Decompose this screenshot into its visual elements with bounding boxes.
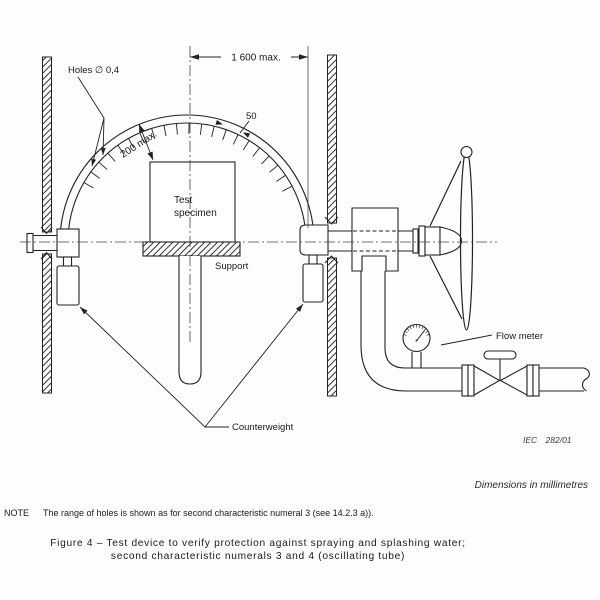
centerlines (20, 46, 497, 342)
right-counterweight (302, 263, 324, 303)
hole-spacing-dimension-50: 50 (215, 111, 257, 138)
holes-label: Holes ∅ 0,4 (68, 65, 119, 76)
flow-meter-callout: Flow meter (440, 331, 543, 346)
counterweight-callout: Counterweight (79, 303, 304, 433)
hub-cone (439, 226, 463, 256)
test-specimen-label-1: Test (174, 195, 193, 206)
note-text: The range of holes is shown as for secon… (43, 508, 374, 518)
pipe-break-end (581, 367, 590, 392)
drive-unit (351, 207, 463, 272)
clearance-dimension-200: 200 max. (119, 123, 159, 161)
figure-caption-line1: Figure 4 – Test device to verify protect… (50, 538, 466, 549)
dimension-1600: 1 600 max. (190, 53, 308, 64)
right-pivot-assembly (299, 216, 352, 303)
handwheel (429, 145, 474, 331)
left-wall (42, 56, 52, 394)
water-pipe (360, 271, 590, 392)
right-wall (327, 54, 337, 397)
valve-handle (483, 350, 517, 360)
test-specimen (149, 161, 236, 243)
iec-credit: IEC 282/01 (523, 435, 572, 445)
units-note: Dimensions in millimetres (475, 480, 588, 491)
holes-callout: Holes ∅ 0,4 (68, 65, 119, 167)
tube-width-dim-label: 1 600 max. (231, 53, 280, 64)
hole-spacing-label: 50 (246, 111, 257, 122)
test-specimen-label-2: specimen (174, 208, 217, 219)
left-pivot-assembly (26, 226, 80, 306)
gauge-needle (416, 330, 425, 342)
figure-caption-line2: second characteristic numerals 3 and 4 (… (111, 551, 405, 562)
flow-meter-gauge (402, 323, 431, 368)
counterweight-label: Counterweight (232, 422, 294, 433)
left-counterweight (56, 265, 80, 306)
support-label: Support (215, 261, 249, 272)
spray-hole-ticks (83, 123, 293, 192)
valve (461, 350, 540, 397)
flow-meter-label: Flow meter (496, 331, 543, 342)
oscillating-tube (59, 114, 315, 243)
note-label: NOTE (4, 508, 29, 518)
